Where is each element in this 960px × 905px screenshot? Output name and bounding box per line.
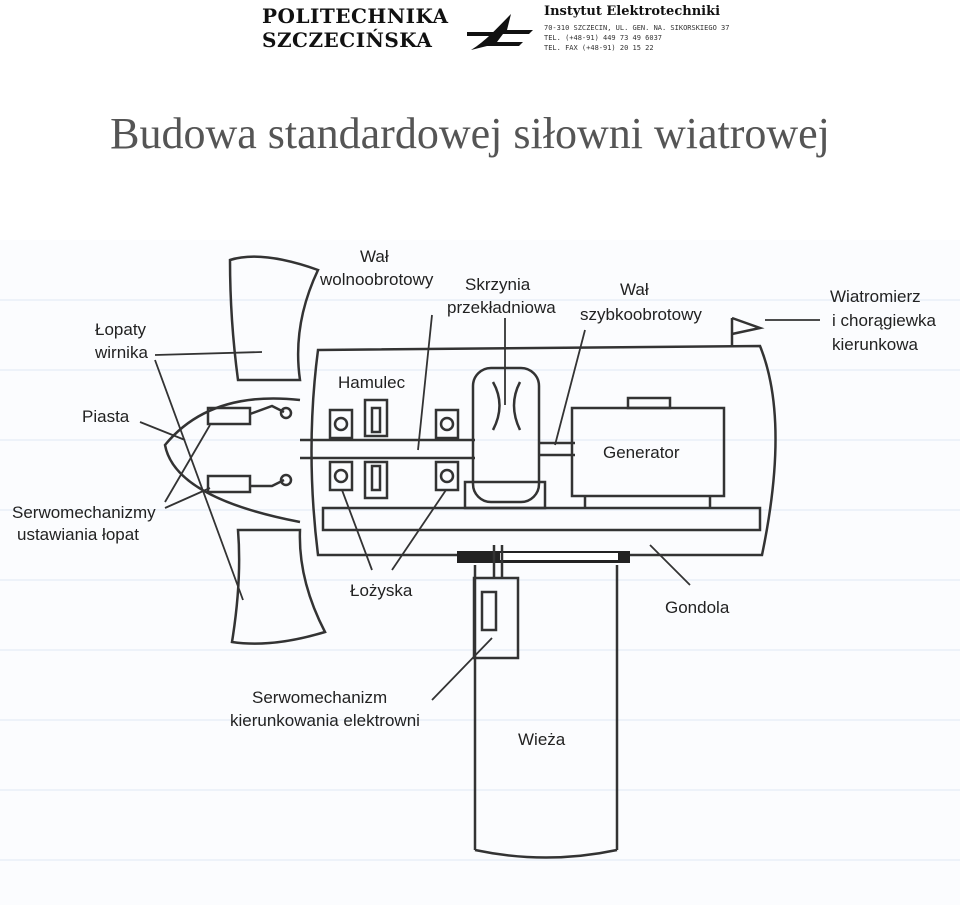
yaw-servo — [472, 545, 520, 660]
label-serwo-kier-line2: kierunkowania elektrowni — [230, 711, 420, 730]
label-serwo-lopat-line2: ustawiania łopat — [17, 525, 139, 544]
bearings — [328, 408, 460, 492]
label-wiatromierz-line1: Wiatromierz — [830, 287, 921, 306]
label-wal-szybko-line2: szybkoobrotowy — [580, 305, 702, 324]
label-wal-szybko-line1: Wał — [620, 280, 649, 299]
high-speed-shaft — [539, 441, 575, 457]
diagram-background — [0, 240, 960, 905]
low-speed-shaft — [300, 438, 475, 460]
brake — [363, 398, 389, 500]
gearbox — [463, 366, 547, 510]
institute-emblem-icon — [467, 14, 533, 50]
leader-lines — [139, 314, 820, 701]
institute-name: Instytut Elektrotechniki — [544, 4, 721, 19]
address-line-3: TEL. FAX (+48-91) 20 15 22 — [544, 44, 654, 52]
label-skrzynia-line1: Skrzynia — [465, 275, 531, 294]
label-lopaty-line1: Łopaty — [95, 320, 147, 339]
label-piasta: Piasta — [82, 407, 130, 426]
label-lozyska: Łożyska — [350, 581, 413, 600]
label-serwo-lopat-line1: Serwomechanizmy — [12, 503, 156, 522]
address-line-1: 70-310 SZCZECIN, UL. GEN. NA. SIKORSKIEG… — [544, 24, 730, 32]
label-wal-wolno-line2: wolnoobrotowy — [319, 270, 434, 289]
address-line-2: TEL. (+48-91) 449 73 49 6037 — [544, 34, 663, 42]
label-wieza: Wieża — [518, 730, 566, 749]
hub — [163, 397, 301, 524]
label-hamulec: Hamulec — [338, 373, 406, 392]
generator — [570, 396, 726, 508]
wind-turbine-diagram: Łopaty wirnika Piasta Serwomechanizmy us… — [0, 240, 960, 905]
label-skrzynia-line2: przekładniowa — [447, 298, 556, 317]
rotor-blades — [228, 255, 327, 645]
label-wiatromierz-line3: kierunkowa — [832, 335, 919, 354]
nacelle — [310, 344, 777, 557]
wind-vane — [730, 316, 765, 346]
label-gondola: Gondola — [665, 598, 730, 617]
university-name-line1: POLITECHNIKA — [262, 4, 449, 28]
label-wal-wolno-line1: Wał — [360, 247, 389, 266]
university-name-line2: SZCZECIŃSKA — [262, 28, 433, 52]
label-generator: Generator — [603, 443, 680, 462]
label-serwo-kier-line1: Serwomechanizm — [252, 688, 387, 707]
label-lopaty-line2: wirnika — [94, 343, 148, 362]
page-title: Budowa standardowej siłowni wiatrowej — [110, 109, 830, 158]
label-wiatromierz-line2: i chorągiewka — [832, 311, 936, 330]
blade-pitch-servos — [206, 404, 293, 494]
header-logo: POLITECHNIKA SZCZECIŃSKA Instytut Elektr… — [262, 4, 742, 56]
